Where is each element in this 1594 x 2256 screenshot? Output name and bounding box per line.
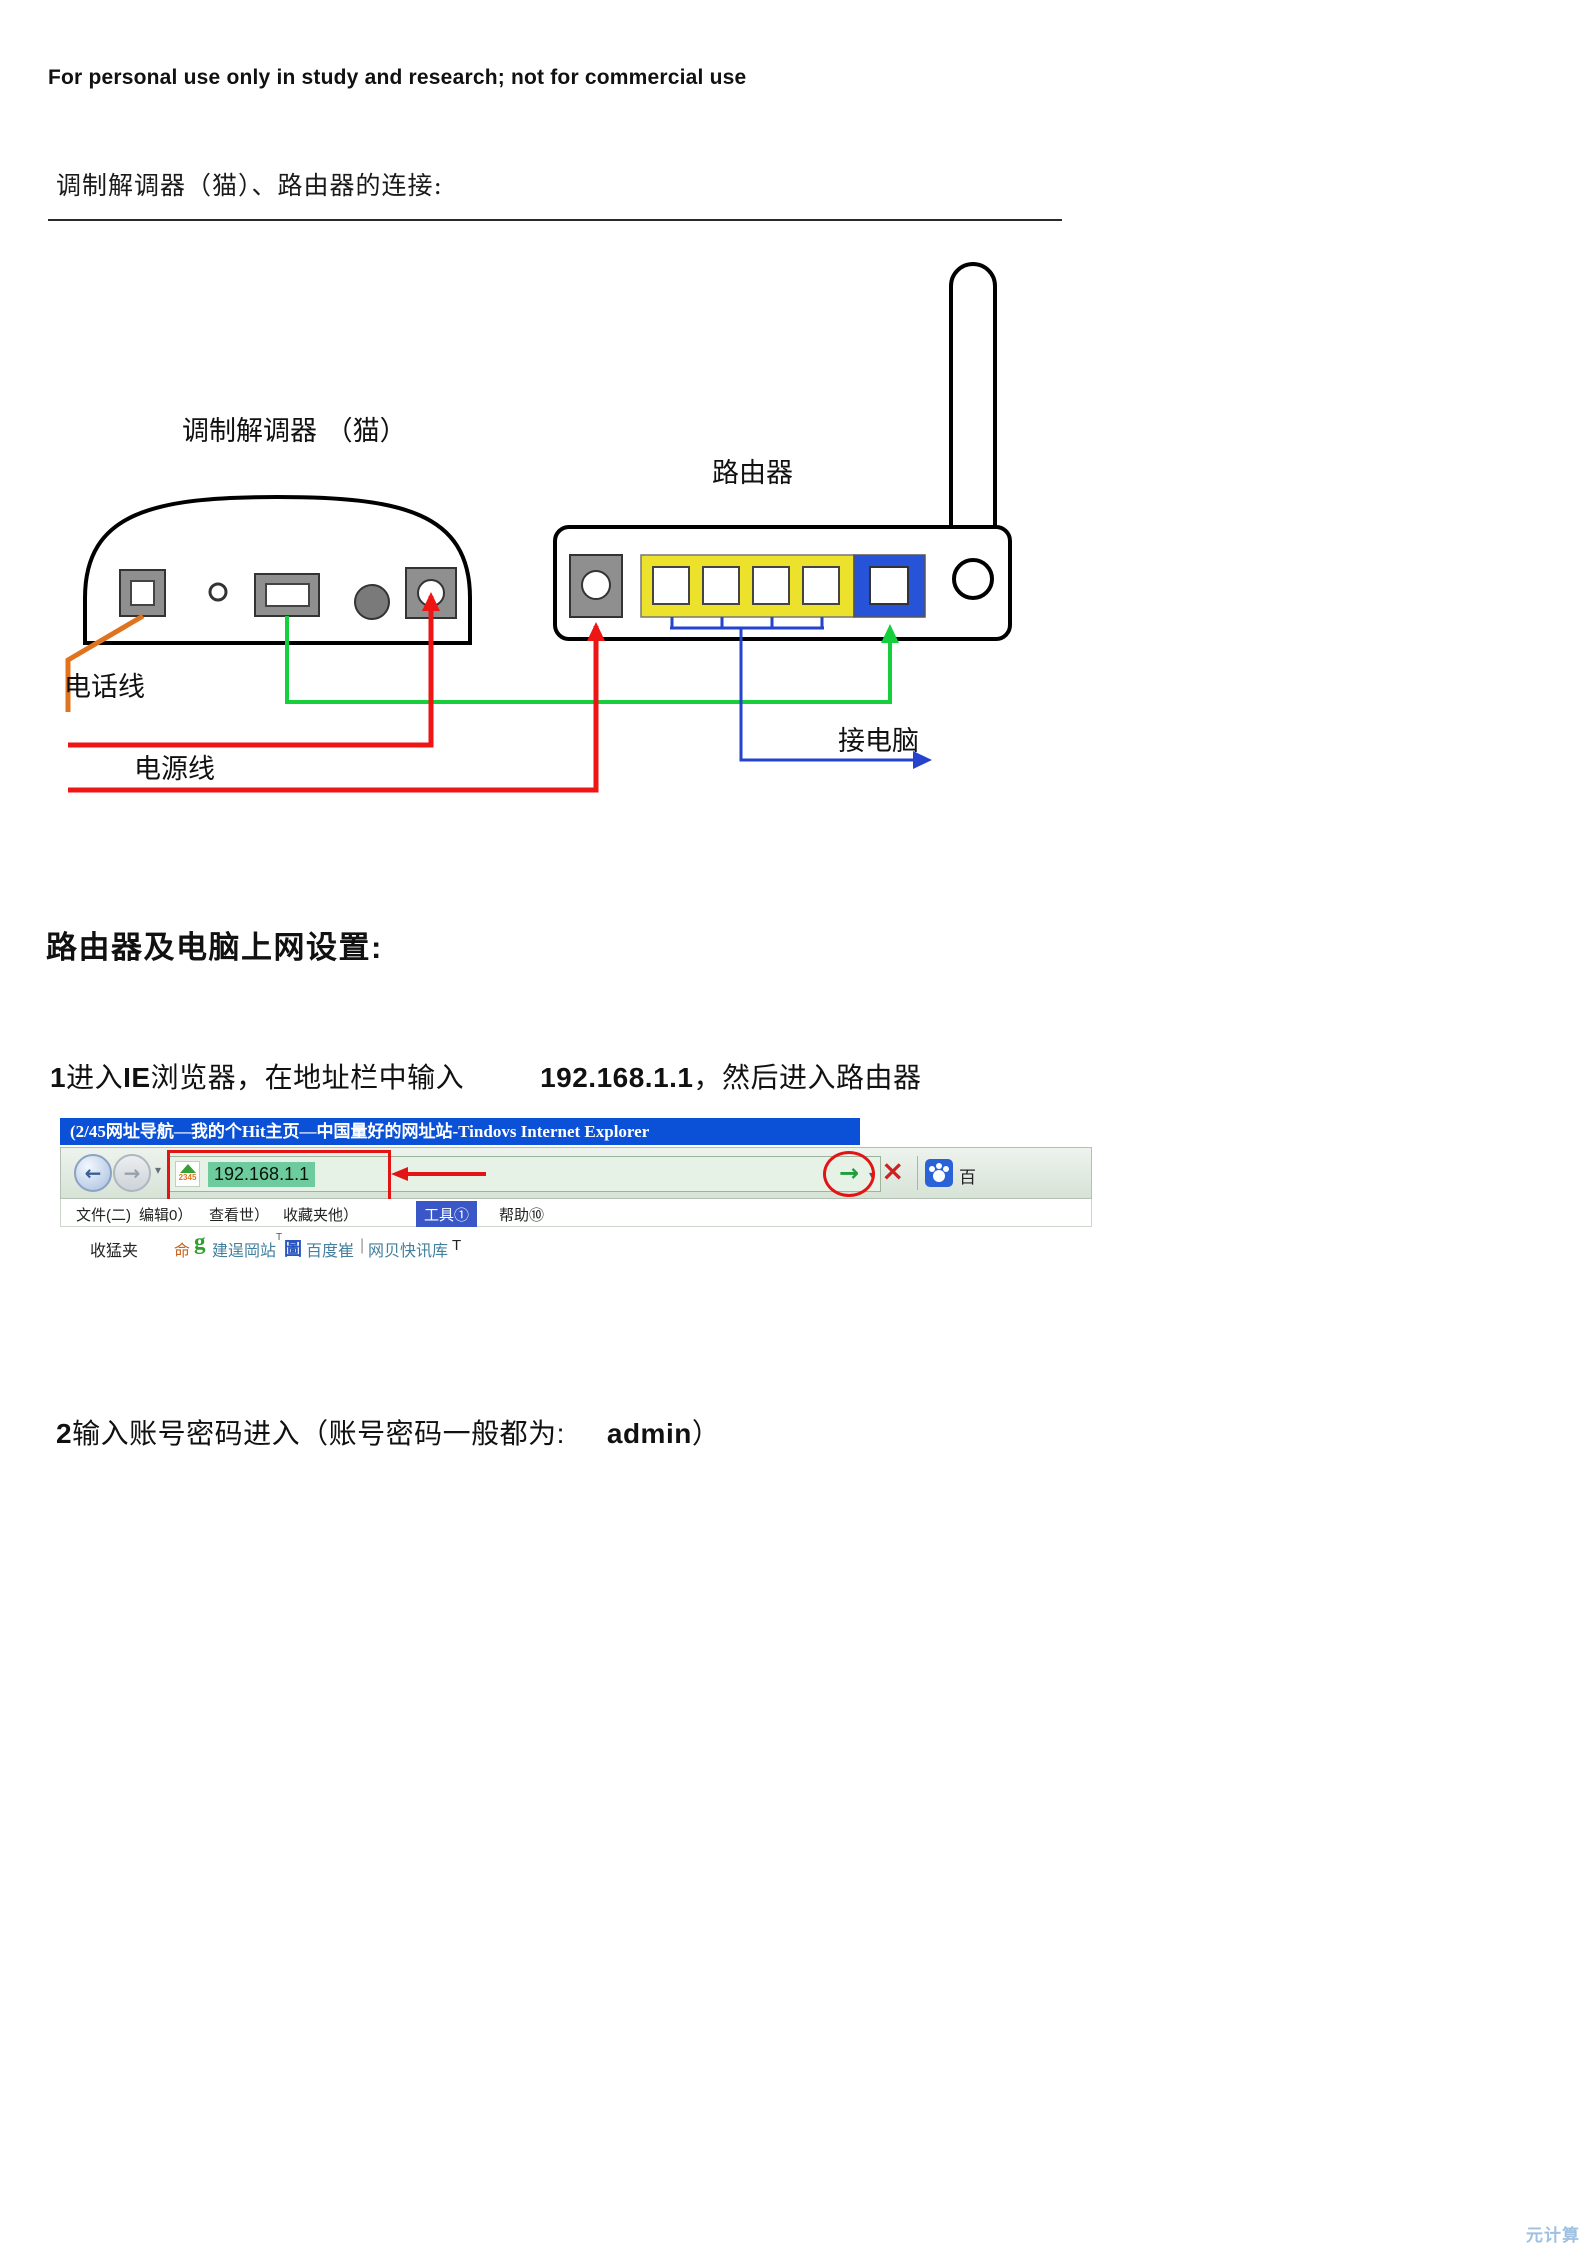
- menu-file[interactable]: 文件(二): [76, 1207, 131, 1224]
- router-lan-port-3: [752, 566, 790, 605]
- step1-ie: IE: [123, 1062, 151, 1093]
- back-button[interactable]: ←: [74, 1154, 112, 1192]
- router-power-port: [569, 554, 623, 618]
- favorite-site-icon[interactable]: 圖: [284, 1239, 302, 1259]
- lan-cable: [285, 616, 899, 704]
- section2-heading: 路由器及电脑上网设置:: [46, 930, 383, 965]
- toolbar-divider: [917, 1156, 918, 1190]
- usage-notice: For personal use only in study and resea…: [48, 66, 747, 89]
- favorites-star-icon: 命: [174, 1243, 191, 1260]
- modem-led: [208, 582, 228, 602]
- step1-text-part2: 浏览器，在地址栏中输入: [150, 1062, 465, 1093]
- computer-cable-bundle: [670, 617, 824, 630]
- step2-text: 2输入账号密码进入（账号密码一般都为: admin）: [56, 1412, 720, 1452]
- menu-help[interactable]: 帮助⑩: [499, 1207, 545, 1224]
- router-lan-port-2: [702, 566, 740, 605]
- router-power-socket: [581, 570, 611, 600]
- watermark: 元计算: [1526, 2226, 1580, 2245]
- router-lan-port-4: [802, 566, 840, 605]
- baidu-paw-icon[interactable]: [925, 1159, 953, 1187]
- router-wan-port: [869, 566, 909, 605]
- modem-phone-socket: [130, 580, 155, 606]
- menu-view[interactable]: 查看世）: [209, 1207, 270, 1224]
- step1-text-part1: 进入: [66, 1062, 124, 1093]
- router-label: 路由器: [712, 458, 793, 489]
- step1-text-part3: ，然后进入路由器: [693, 1062, 922, 1093]
- favorite-superscript: T: [276, 1232, 283, 1243]
- stop-button[interactable]: ×: [881, 1154, 905, 1187]
- diagram-svg: 调制解调器 （猫） 路由器 电话线 电源线 接电脑: [64, 262, 1012, 793]
- menu-bar: 文件(二) 编辑0） 查看世） 收藏夹他） 工具① 帮助⑩: [60, 1199, 1092, 1228]
- address-dropdown-icon[interactable]: ▾: [868, 1168, 875, 1182]
- menu-tools-highlighted[interactable]: 工具①: [416, 1201, 478, 1228]
- favicon-text: 2345: [178, 1173, 197, 1182]
- favicon-roof-icon: [179, 1164, 196, 1173]
- ie-screenshot: (2/45网址导航—我的个Hit主页—中国量好的网址站-Tindovs Inte…: [60, 1118, 1092, 1276]
- favorite-link-3[interactable]: 网贝快讯库: [368, 1243, 449, 1260]
- site-favicon: 2345: [175, 1161, 200, 1187]
- step2-number: 2: [56, 1418, 73, 1449]
- step1-text: 1进入IE浏览器，在地址栏中输入 192.168.1.1，然后进入路由器: [50, 1056, 922, 1096]
- address-bar[interactable]: 2345 192.168.1.1 ▾: [169, 1156, 881, 1192]
- favorites-trailing-text: T: [452, 1237, 462, 1254]
- nav-history-chevron-icon[interactable]: ▾: [155, 1163, 162, 1177]
- to-computer-label: 接电脑: [838, 726, 919, 757]
- go-button[interactable]: →: [839, 1159, 860, 1187]
- address-input-value[interactable]: 192.168.1.1: [208, 1162, 316, 1187]
- annotation-red-arrow: [391, 1167, 486, 1181]
- heading-divider: [48, 219, 1062, 221]
- window-title: (2/45网址导航—我的个Hit主页—中国量好的网址站-Tindovs Inte…: [60, 1118, 860, 1145]
- phone-cable: [65, 613, 145, 712]
- browser-toolbar: ← → ▾ 2345 192.168.1.1 ▾ → ×: [60, 1147, 1092, 1204]
- favorites-separator: |: [360, 1237, 365, 1254]
- toolbar-partial-text: 百: [959, 1168, 976, 1187]
- step2-text-part2: ）: [691, 1418, 721, 1449]
- step1-number: 1: [50, 1062, 67, 1093]
- router-lan-port-1: [652, 566, 690, 605]
- menu-edit[interactable]: 编辑0）: [139, 1207, 193, 1224]
- favorite-link-2[interactable]: 百度崔: [306, 1243, 355, 1260]
- favorites-label: 收猛夹: [90, 1243, 139, 1260]
- menu-favorites[interactable]: 收藏夹他）: [283, 1207, 359, 1224]
- phone-line-label: 电话线: [64, 672, 145, 703]
- modem-knob: [354, 584, 390, 620]
- admin-credential: admin: [606, 1418, 692, 1449]
- connection-diagram: 调制解调器 （猫） 路由器 电话线 电源线 接电脑: [40, 250, 1060, 830]
- section1-heading: 调制解调器（猫）、路由器的连接:: [56, 171, 443, 200]
- modem-label: 调制解调器 （猫）: [182, 416, 407, 447]
- modem-lan-socket: [265, 583, 310, 607]
- router-power-cable: [68, 622, 605, 793]
- router-ip-address: 192.168.1.1: [540, 1062, 694, 1093]
- favorite-g-icon[interactable]: g: [194, 1229, 206, 1254]
- antenna-base: [952, 558, 994, 600]
- power-line-label: 电源线: [134, 754, 215, 785]
- forward-button[interactable]: →: [113, 1154, 151, 1192]
- favorites-bar: 收猛夹 命 g 建逞岡站 T 圖 百度崔 | 网贝快讯库 T: [60, 1227, 1092, 1265]
- step2-text-part1: 输入账号密码进入（账号密码一般都为:: [72, 1418, 565, 1449]
- favorite-link-1[interactable]: 建逞岡站: [212, 1243, 277, 1260]
- computer-cable: [739, 628, 932, 769]
- modem-power-cable: [68, 592, 440, 748]
